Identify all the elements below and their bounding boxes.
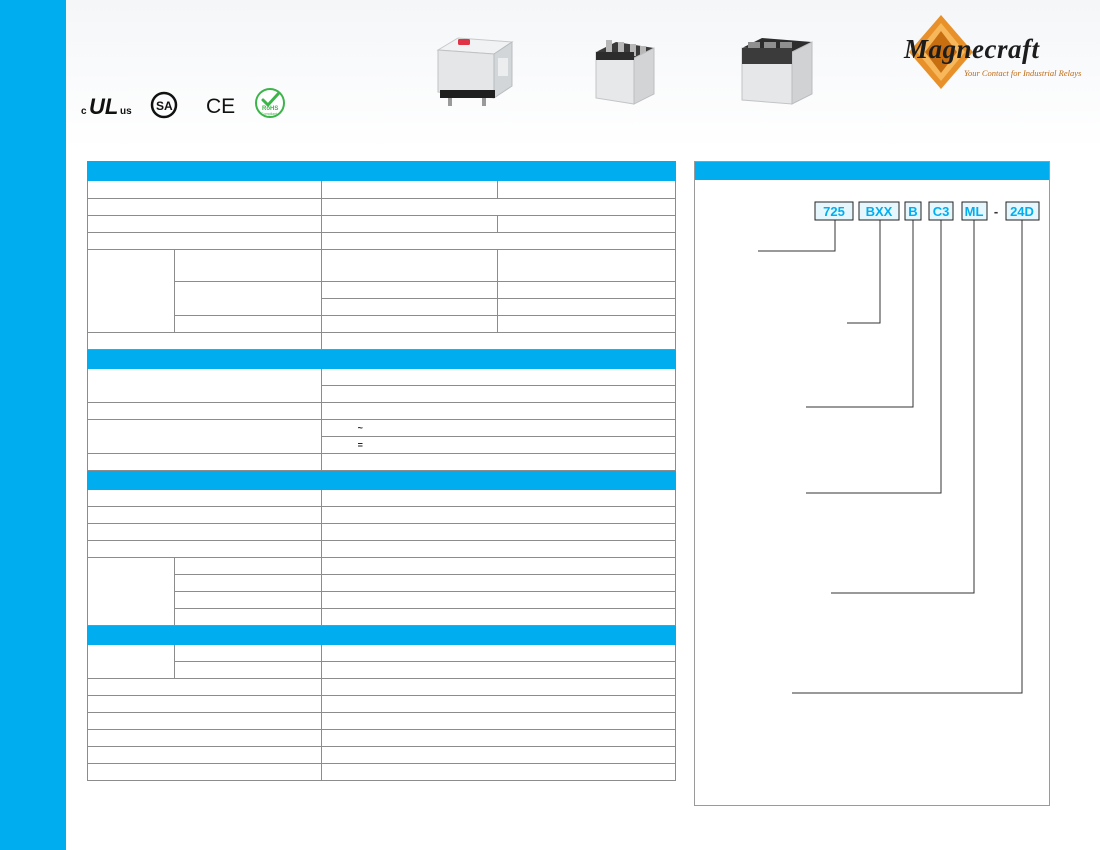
svg-text:RoHS: RoHS xyxy=(262,106,278,112)
svg-text:24D: 24D xyxy=(1010,204,1034,219)
brand-logo: Magnecraft Your Contact for Industrial R… xyxy=(898,14,1088,94)
code-segment-c3: C3 xyxy=(928,201,954,221)
spec-row xyxy=(88,298,676,316)
section-header-contact xyxy=(87,161,676,181)
code-segment-b: B xyxy=(904,201,922,221)
section-header-general xyxy=(87,470,676,490)
spec-row xyxy=(87,506,677,524)
spec-row xyxy=(87,232,677,250)
spec-row xyxy=(87,332,677,350)
svg-text:BXX: BXX xyxy=(866,204,893,219)
svg-text:CE: CE xyxy=(206,95,235,118)
spec-row xyxy=(87,540,677,558)
section-header-environment xyxy=(87,625,676,645)
section-header-coil xyxy=(87,349,676,369)
spec-row xyxy=(87,368,677,403)
ce-mark-icon: CE xyxy=(205,90,239,120)
code-separator: - xyxy=(994,204,998,219)
rohs-icon: RoHS Compliant xyxy=(254,88,286,118)
spec-row xyxy=(88,661,677,679)
spec-row xyxy=(88,315,676,333)
logo-diamond-icon xyxy=(909,15,973,89)
brand-tagline: Your Contact for Industrial Relays xyxy=(964,68,1082,78)
svg-text:ML: ML xyxy=(965,204,984,219)
spec-row xyxy=(87,678,677,696)
ordering-panel-header xyxy=(695,162,1049,180)
relay-photo-box-lug xyxy=(736,32,818,117)
svg-text:B: B xyxy=(908,204,917,219)
spec-row xyxy=(88,608,677,626)
code-segment-725: 725 xyxy=(814,201,854,221)
svg-text:C3: C3 xyxy=(933,204,950,219)
dc-symbol-icon: = xyxy=(320,436,677,454)
spec-row xyxy=(87,523,677,541)
spec-row xyxy=(87,644,677,679)
brand-name: Magnecraft xyxy=(904,34,1040,64)
spec-row xyxy=(88,281,676,316)
code-segment-bxx: BXX xyxy=(858,201,900,221)
spec-row: ~ xyxy=(87,419,677,454)
svg-text:c: c xyxy=(81,106,87,117)
spec-row xyxy=(87,557,677,626)
spec-row xyxy=(87,249,676,333)
ul-recognized-icon: c UL us xyxy=(80,90,136,120)
ac-symbol-icon: ~ xyxy=(320,419,677,437)
svg-text:SA: SA xyxy=(156,99,173,113)
spec-row xyxy=(87,198,677,216)
header-background xyxy=(66,0,1100,150)
spec-table: ~ = xyxy=(87,161,677,781)
spec-row xyxy=(87,180,676,199)
spec-row xyxy=(88,574,677,592)
code-segment-24d: 24D xyxy=(1005,201,1040,221)
ordering-panel: 725 BXX B C3 ML - 24D xyxy=(694,161,1050,806)
relay-photo-top-mount xyxy=(428,32,520,117)
spec-row xyxy=(87,453,677,471)
part-number-diagram: 725 BXX B C3 ML - 24D xyxy=(758,201,1040,694)
csa-icon: SA xyxy=(150,90,178,120)
svg-text:UL: UL xyxy=(89,94,118,119)
spec-row xyxy=(87,712,677,730)
svg-text:us: us xyxy=(120,106,132,117)
spec-row xyxy=(87,402,677,420)
spec-row xyxy=(87,695,677,713)
spec-row xyxy=(88,591,677,609)
code-segment-ml: ML xyxy=(961,201,988,221)
spec-row xyxy=(87,489,677,507)
side-color-band xyxy=(0,0,66,850)
svg-text:725: 725 xyxy=(823,204,845,219)
spec-row xyxy=(87,763,677,781)
relay-photo-quick-connect xyxy=(582,32,662,117)
spec-row xyxy=(87,746,677,764)
spec-row xyxy=(87,729,677,747)
spec-row xyxy=(87,215,676,233)
svg-text:Compliant: Compliant xyxy=(261,112,277,116)
